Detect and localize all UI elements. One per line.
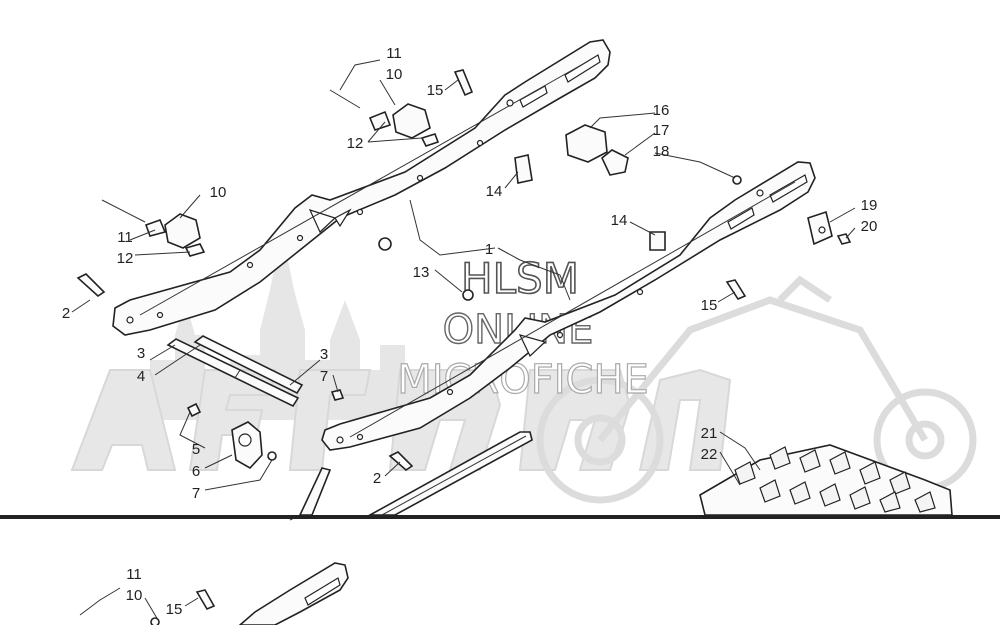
watermark-line1: HLSM [461, 254, 579, 303]
callout-14-top: 14 [486, 183, 503, 200]
left-rail [112, 39, 611, 336]
callout-15-right: 15 [701, 297, 718, 314]
callout-14-right: 14 [611, 212, 628, 229]
callout-12-top: 12 [347, 135, 364, 152]
callout-17: 17 [653, 122, 670, 139]
right-rail [321, 161, 816, 451]
track-belt [699, 444, 953, 516]
callout-labels: 11 10 15 12 16 17 18 14 10 11 12 19 20 1… [62, 45, 878, 502]
callout-15-bottom: 15 [166, 601, 183, 618]
callout-6: 6 [192, 463, 200, 480]
callout-4: 4 [137, 368, 145, 385]
callout-19: 19 [861, 197, 878, 214]
callout-11-bottom: 11 [126, 566, 142, 583]
callout-20: 20 [861, 218, 878, 235]
callout-15-top: 15 [427, 82, 444, 99]
hardware-parts [76, 69, 852, 472]
bottom-preview: 11 10 15 [79, 562, 349, 625]
callout-1: 1 [485, 241, 493, 258]
callout-22: 22 [701, 446, 718, 463]
callout-18: 18 [653, 143, 670, 160]
callout-16: 16 [653, 102, 670, 119]
callout-7-upper: 7 [320, 368, 328, 385]
callout-21: 21 [701, 425, 718, 442]
callout-13: 13 [413, 264, 430, 281]
callout-11-left: 11 [117, 229, 133, 246]
callout-2-lower: 2 [373, 470, 381, 487]
callout-5: 5 [192, 441, 200, 458]
callout-3-right: 3 [320, 346, 328, 363]
callout-10-top: 10 [386, 66, 403, 83]
watermark-line3: MICROFICHE [397, 357, 649, 403]
callout-10-left: 10 [210, 184, 227, 201]
callout-12-left: 12 [117, 250, 134, 267]
page-separator [0, 515, 1000, 519]
watermark-motorcycle [536, 275, 977, 504]
callout-2-left: 2 [62, 305, 70, 322]
callout-10-bottom: 10 [126, 587, 143, 604]
callout-11-top: 11 [386, 45, 402, 62]
callout-7-lower: 7 [192, 485, 200, 502]
cross-shafts [166, 335, 304, 408]
callout-3-left: 3 [137, 345, 145, 362]
leader-lines [71, 59, 856, 521]
